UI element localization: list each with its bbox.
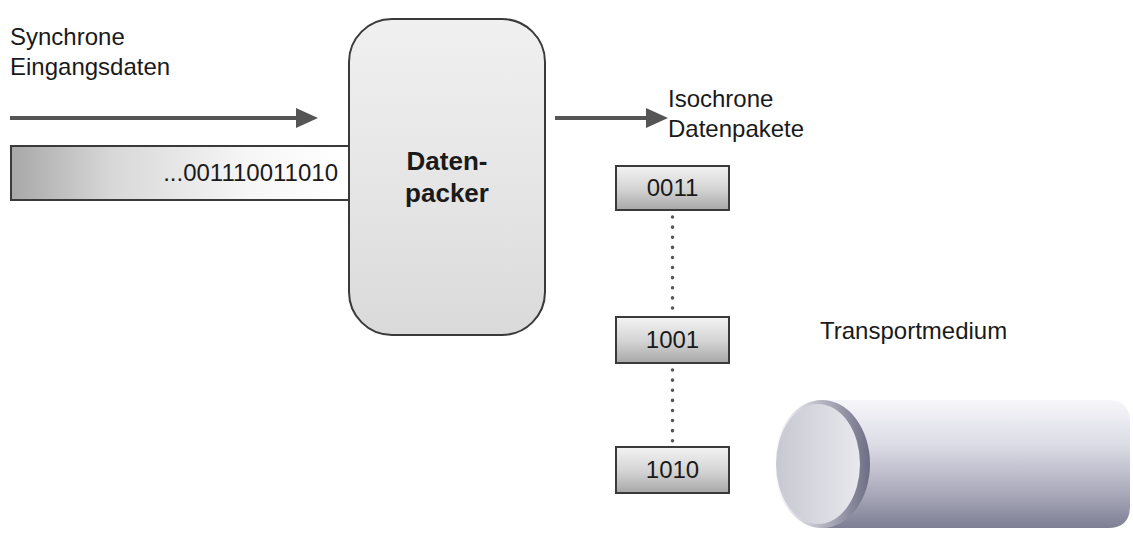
node-text: 0011 bbox=[647, 173, 699, 203]
input-label: Synchrone Eingangsdaten bbox=[10, 22, 170, 82]
output-arrow bbox=[555, 108, 668, 128]
output-label: Isochrone Datenpakete bbox=[668, 84, 804, 144]
node-text: ...001110011010 bbox=[163, 158, 338, 188]
data-stream: ...001110011010 bbox=[10, 145, 350, 201]
data-packet: 0011 bbox=[615, 165, 730, 211]
node-text: 1001 bbox=[646, 325, 699, 355]
data-packet: 1001 bbox=[615, 316, 730, 364]
cylinder-pipe bbox=[774, 400, 1130, 528]
node-text: 1010 bbox=[646, 455, 699, 485]
medium-label: Transportmedium bbox=[820, 316, 1007, 346]
data-packet: 1010 bbox=[615, 446, 730, 494]
process-box: Daten- packer bbox=[348, 18, 546, 336]
node-text: Daten- packer bbox=[405, 145, 489, 209]
dotted-connector bbox=[672, 370, 673, 442]
input-arrow bbox=[10, 108, 318, 128]
dotted-connector bbox=[672, 217, 673, 312]
